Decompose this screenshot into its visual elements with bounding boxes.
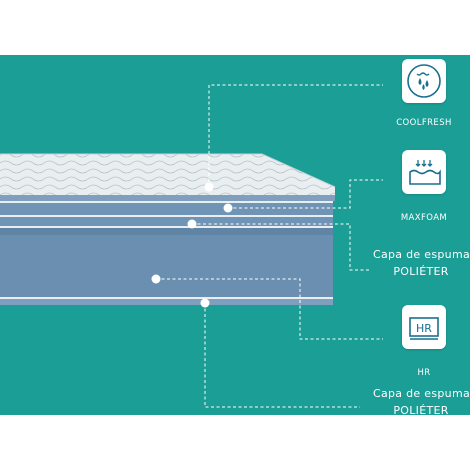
callout-dot-hr	[151, 274, 161, 284]
feature-label-coolfresh: COOLFRESH	[396, 118, 452, 128]
feature-label-poliester-top-line1: Capa de espuma	[373, 248, 470, 261]
mattress-core	[0, 235, 333, 305]
mattress-top-layer	[0, 153, 336, 195]
mattress-diagram	[0, 84, 383, 408]
feature-label-poliester-top-line2: POLIÉTER	[393, 265, 449, 278]
water-drops-icon	[402, 59, 446, 103]
feature-label-poliester-bottom: Capa de espuma POLIÉTER	[373, 385, 470, 415]
callout-dots	[151, 182, 233, 308]
hr-foam-icon: HR	[402, 305, 446, 349]
callout-lines	[156, 84, 383, 408]
feature-label-poliester-bottom-line2: POLIÉTER	[393, 404, 449, 415]
feature-label-poliester-top: Capa de espuma POLIÉTER	[373, 246, 470, 280]
callout-dot-maxfoam	[223, 203, 233, 213]
feature-label-maxfoam: MAXFOAM	[400, 213, 448, 223]
feature-label-hr: HR	[417, 368, 431, 378]
foam-layer-icon	[402, 150, 446, 194]
callout-dot-poliester-bottom	[200, 298, 210, 308]
callout-dot-coolfresh	[204, 182, 214, 192]
callout-dot-poliester-top	[187, 219, 197, 229]
hr-icon-text: HR	[416, 322, 432, 335]
teal-panel: COOLFRESH MAXFOAM Capa de espuma POLIÉTE…	[0, 55, 470, 415]
feature-label-poliester-bottom-line1: Capa de espuma	[373, 387, 470, 400]
mattress-comfort-layers	[0, 195, 335, 235]
